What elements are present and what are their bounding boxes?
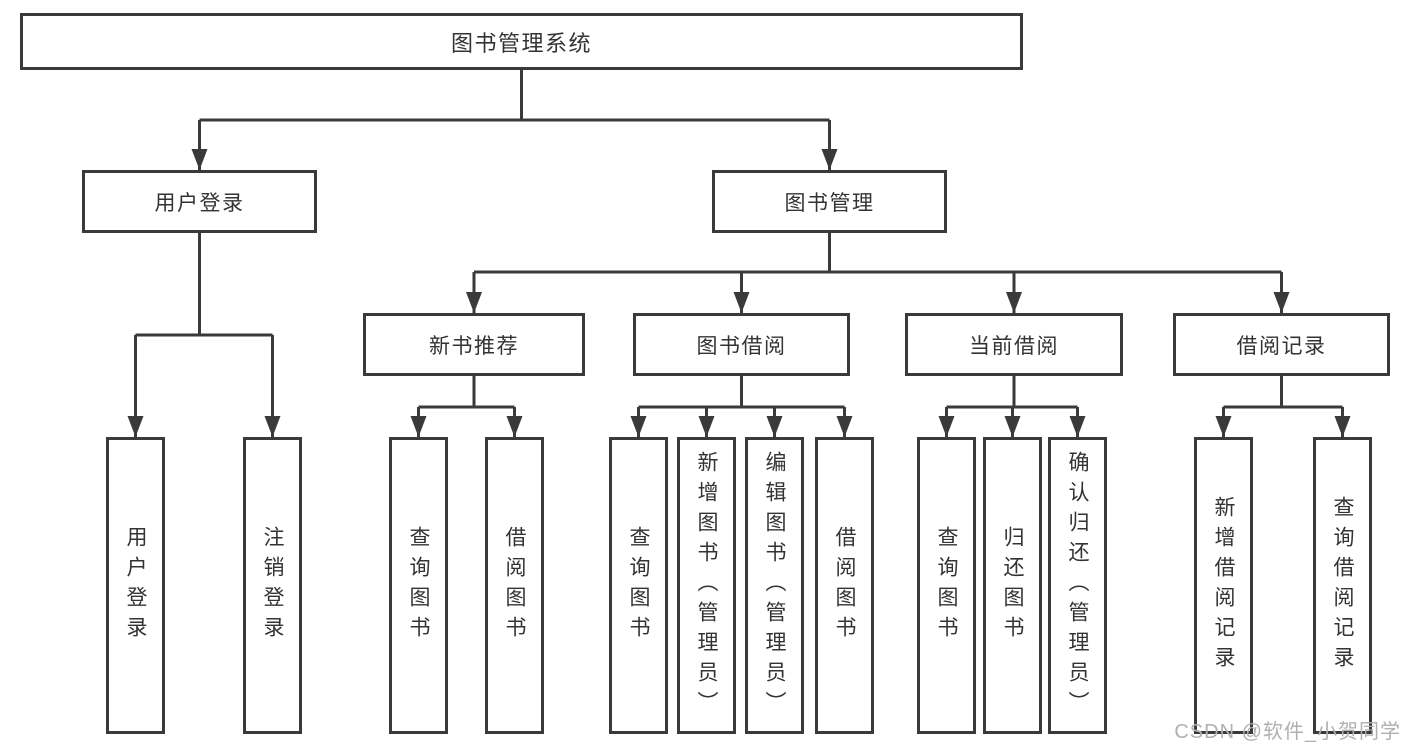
leaf-confirm-return-admin-label: 确认归还（管理员） bbox=[1066, 450, 1089, 721]
leaf-borrow-books: 借阅图书 bbox=[815, 437, 874, 734]
leaf-query-books-recommend-label: 查询图书 bbox=[407, 525, 430, 646]
node-book-management: 图书管理 bbox=[712, 170, 947, 233]
node-user-login: 用户登录 bbox=[82, 170, 317, 233]
leaf-query-books-current: 查询图书 bbox=[917, 437, 976, 734]
leaf-borrow-books-recommend: 借阅图书 bbox=[485, 437, 544, 734]
leaf-return-books: 归还图书 bbox=[983, 437, 1042, 734]
leaf-query-borrow-record-label: 查询借阅记录 bbox=[1331, 495, 1354, 676]
leaf-add-book-admin: 新增图书（管理员） bbox=[677, 437, 736, 734]
leaf-add-book-admin-label: 新增图书（管理员） bbox=[695, 450, 718, 721]
tree-edges bbox=[134, 70, 1344, 437]
leaf-confirm-return-admin: 确认归还（管理员） bbox=[1048, 437, 1107, 734]
leaf-user-login: 用户登录 bbox=[106, 437, 165, 734]
leaf-logout-label: 注销登录 bbox=[261, 525, 284, 646]
leaf-edit-book-admin: 编辑图书（管理员） bbox=[745, 437, 804, 734]
node-library-management-system-label: 图书管理系统 bbox=[450, 30, 592, 56]
node-book-borrowing: 图书借阅 bbox=[633, 313, 850, 376]
leaf-query-borrow-record: 查询借阅记录 bbox=[1313, 437, 1372, 734]
node-book-borrowing-label: 图书借阅 bbox=[696, 334, 787, 358]
node-borrowing-records-label: 借阅记录 bbox=[1236, 334, 1327, 358]
leaf-borrow-books-recommend-label: 借阅图书 bbox=[503, 525, 526, 646]
node-book-management-label: 图书管理 bbox=[784, 191, 875, 215]
arrow-down-icons bbox=[127, 149, 1351, 437]
node-current-borrowing-label: 当前借阅 bbox=[969, 334, 1059, 358]
leaf-return-books-label: 归还图书 bbox=[1001, 525, 1024, 646]
leaf-add-borrow-record-label: 新增借阅记录 bbox=[1212, 495, 1235, 676]
leaf-user-login-label: 用户登录 bbox=[124, 525, 147, 646]
node-current-borrowing: 当前借阅 bbox=[905, 313, 1123, 376]
node-new-book-recommendation-label: 新书推荐 bbox=[429, 334, 519, 358]
leaf-add-borrow-record: 新增借阅记录 bbox=[1194, 437, 1253, 734]
node-borrowing-records: 借阅记录 bbox=[1173, 313, 1390, 376]
node-user-login-label: 用户登录 bbox=[154, 191, 245, 215]
node-new-book-recommendation: 新书推荐 bbox=[363, 313, 585, 376]
leaf-query-books-recommend: 查询图书 bbox=[389, 437, 448, 734]
leaf-edit-book-admin-label: 编辑图书（管理员） bbox=[763, 450, 786, 721]
node-library-management-system: 图书管理系统 bbox=[20, 13, 1023, 70]
leaf-query-books-current-label: 查询图书 bbox=[935, 525, 958, 646]
leaf-borrow-books-label: 借阅图书 bbox=[833, 525, 856, 646]
watermark: CSDN @软件_小贺同学 bbox=[1174, 721, 1401, 743]
leaf-query-books-borrow: 查询图书 bbox=[609, 437, 668, 734]
leaf-query-books-borrow-label: 查询图书 bbox=[627, 525, 650, 646]
leaf-logout: 注销登录 bbox=[243, 437, 302, 734]
